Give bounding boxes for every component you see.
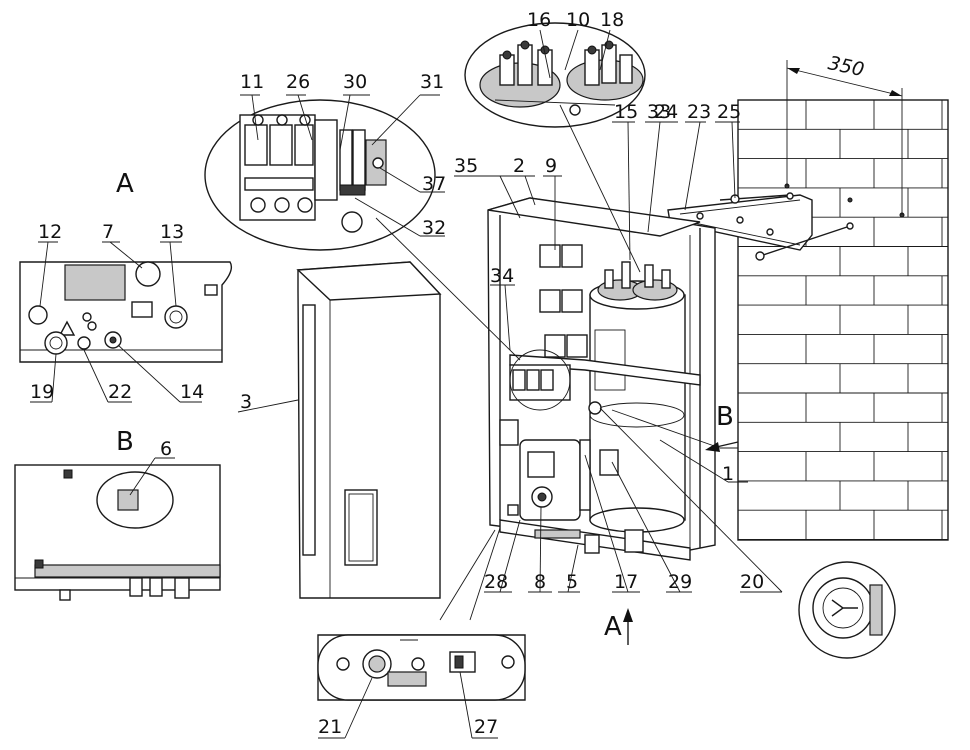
bottom-panel-detail [317,634,526,701]
dimension-value: 350 [826,52,866,81]
callout-2: 2 [513,155,525,177]
callout-21: 21 [318,716,342,738]
callout-7: 7 [102,221,114,243]
callout-9: 9 [545,155,557,177]
callout-11: 11 [240,71,264,93]
callout-24-visible: 24 [654,101,678,123]
leader-lines [30,29,783,739]
view-a-title: A [116,169,134,199]
arrow-b-label: B [716,402,734,432]
callout-14: 14 [180,381,204,403]
callout-27: 27 [474,716,498,738]
callout-8: 8 [534,571,546,593]
view-b [14,464,221,601]
callout-29: 29 [668,571,692,593]
boiler-body [487,197,716,561]
callout-18: 18 [600,9,624,31]
callout-13: 13 [160,221,184,243]
front-cover [296,261,442,599]
arrow-a-label: A [604,612,622,642]
callout-32: 32 [422,217,446,239]
callout-20: 20 [740,571,764,593]
callout-16: 16 [527,9,551,31]
callout-37: 37 [422,173,446,195]
callout-23: 23 [687,101,711,123]
callout-17: 17 [614,571,638,593]
callout-1: 1 [722,463,734,485]
callout-15: 15 [614,101,638,123]
callout-35: 35 [454,155,478,177]
callout-6: 6 [160,438,172,460]
callout-22: 22 [108,381,132,403]
callout-26: 26 [286,71,310,93]
breaker-panel-detail [204,99,436,251]
callout-25: 25 [717,101,741,123]
brick-wall [737,99,949,541]
callout-30: 30 [343,71,367,93]
callout-5: 5 [566,571,578,593]
cap-detail [798,561,896,659]
callout-31: 31 [420,71,444,93]
callout-12: 12 [38,221,62,243]
heater-terminals-detail [464,22,646,128]
callout-10: 10 [566,9,590,31]
callout-3: 3 [240,391,252,413]
labels: A B A B 11 26 30 31 37 32 16 10 18 35 2 … [30,9,764,738]
callout-19: 19 [30,381,54,403]
view-arrows [623,441,739,645]
view-a [19,261,233,363]
callout-34: 34 [490,265,514,287]
callout-28: 28 [484,571,508,593]
callout-33: 33 [647,101,671,123]
view-b-title: B [116,427,134,457]
